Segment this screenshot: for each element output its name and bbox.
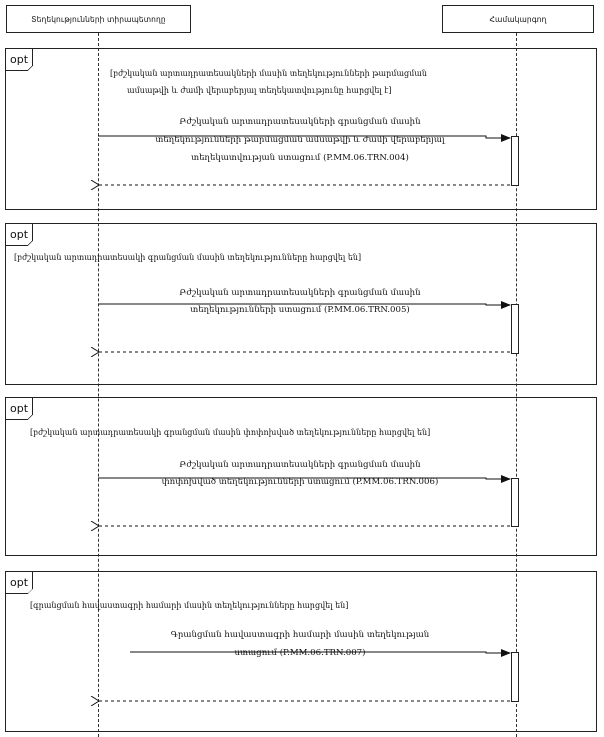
message-2-line-1: Բժշկական արտադրատեսակների գրանցման մասին [179,288,421,298]
opt-fragment-2: opt [5,223,597,385]
participant-information-holder: Տեղեկությունների տիրապետողը [6,5,191,33]
message-3-line-2: փոփոխված տեղեկությունների ստացում (P.MM.… [161,477,439,487]
message-4-line-1: Գրանցման հավաստագրի համարի մասին տեղեկու… [170,630,430,640]
guard-condition-2: [բժշկական արտադրատեսակի գրանցման մասին տ… [14,253,362,262]
guard-condition-3: [բժշկական արտադրատեսակի գրանցման մասին փ… [30,428,431,437]
lifeline-information-holder [98,33,99,737]
message-4-line-2: ստացում (P.MM.06.TRN.007) [234,648,366,658]
guard-condition-1-line-2: ամսաթվի և ժամի վերաբերյալ տեղեկատվությու… [127,86,392,95]
lifeline-coordinator [516,33,517,737]
opt-operator-label: opt [6,49,34,71]
opt-operator-label: opt [6,572,34,594]
message-1-line-2: տեղեկությունների թարմացման ամսաթվի և ժամ… [155,135,445,145]
activation-bar-2 [511,304,519,354]
opt-operator-label: opt [6,224,34,246]
opt-fragment-3: opt [5,397,597,556]
activation-bar-1 [511,136,519,186]
message-2-line-2: տեղեկությունների ստացում (P.MM.06.TRN.00… [190,305,410,315]
activation-bar-3 [511,478,519,527]
message-3-line-1: Բժշկական արտադրատեսակների գրանցման մասին [179,460,421,470]
opt-operator-label: opt [6,398,34,420]
message-1-line-3: տեղեկատվության ստացում (P.MM.06.TRN.004) [191,153,409,163]
participant-coordinator: Համակարգող [442,5,594,33]
activation-bar-4 [511,652,519,702]
message-1-line-1: Բժշկական արտադրատեսակների գրանցման մասին [179,117,421,127]
opt-fragment-4: opt [5,571,597,732]
opt-fragment-1: opt [5,48,597,210]
guard-condition-4: [գրանցման հավաստագրի համարի մասին տեղեկո… [30,601,349,610]
guard-condition-1-line-1: [բժշկական արտադրատեսակների մասին տեղեկու… [110,69,428,78]
